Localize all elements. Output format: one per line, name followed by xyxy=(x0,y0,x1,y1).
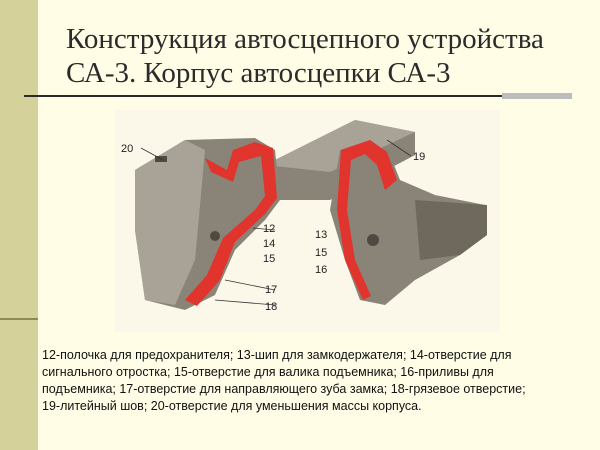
label-20: 20 xyxy=(121,143,133,155)
title-line-1: Конструкция автосцепного устройства xyxy=(66,23,544,55)
label-16: 16 xyxy=(315,264,327,276)
coupler-drawing: 20 19 12 14 15 13 15 16 17 18 xyxy=(121,120,487,313)
coupler-shank-top xyxy=(265,120,415,172)
label-12: 12 xyxy=(263,223,275,235)
caption-line-4: 19-литейный шов; 20-отверстие для уменьш… xyxy=(42,399,422,413)
coupler-section-right xyxy=(337,140,397,300)
coupler-body-illustration: 20 19 12 14 15 13 15 16 17 18 xyxy=(115,110,500,332)
coupler-head-right xyxy=(330,140,487,305)
label-13: 13 xyxy=(315,229,327,241)
caption-line-2: сигнального отростка; 15-отверстие для в… xyxy=(42,365,494,379)
figure-caption: 12-полочка для предохранителя; 13-шип дл… xyxy=(42,347,590,415)
label-15-right: 15 xyxy=(315,247,327,259)
hole-left xyxy=(210,231,220,241)
slide-sidebar-bar xyxy=(0,0,38,450)
coupler-section-left xyxy=(185,142,277,306)
label-18: 18 xyxy=(265,301,277,313)
sidebar-divider xyxy=(0,318,38,320)
title-line-2: СА-3. Корпус автосцепки СА-3 xyxy=(66,57,451,89)
caption-line-3: подъемника; 17-отверстие для направляюще… xyxy=(42,382,526,396)
caption-line-1: 12-полочка для предохранителя; 13-шип дл… xyxy=(42,348,512,362)
coupler-head-left-face xyxy=(135,140,205,305)
title-underline-accent xyxy=(502,93,572,99)
coupler-section-left-top xyxy=(205,142,261,182)
title-underline xyxy=(24,95,552,97)
slide-title: Конструкция автосцепного устройства СА-3… xyxy=(66,22,586,90)
label-15-left: 15 xyxy=(263,253,275,265)
label-19: 19 xyxy=(413,151,425,163)
coupler-knuckle xyxy=(415,200,487,260)
hole-right xyxy=(367,234,379,246)
label-17: 17 xyxy=(265,284,277,296)
leader-lines xyxy=(140,139,412,306)
label-14: 14 xyxy=(263,238,275,250)
